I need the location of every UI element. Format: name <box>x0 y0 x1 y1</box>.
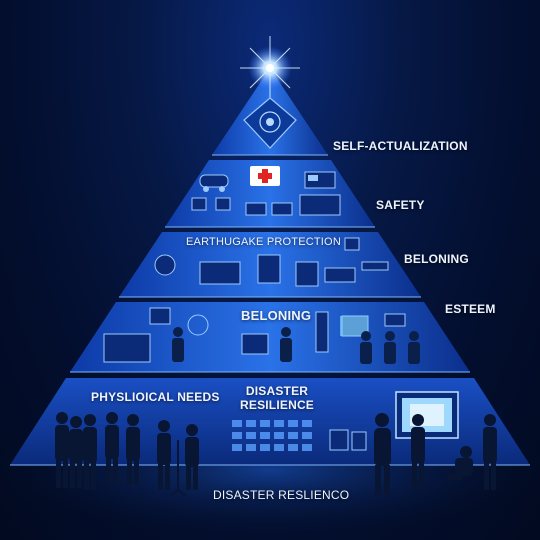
worker-silhouette-icon <box>172 327 420 364</box>
label-beloning-center: BELONING <box>241 308 312 323</box>
label-bottom-caption: DISASTER RESLIENCO <box>213 488 350 502</box>
label-beloning-right: BELONING <box>404 252 469 266</box>
label-disaster-resilience: DISASTER RESILIENCE <box>240 384 314 412</box>
display-screen-icon <box>395 391 459 439</box>
tripod-stand <box>169 440 187 497</box>
display-grid <box>232 420 312 451</box>
medical-bed-icon <box>154 237 389 287</box>
label-disaster-line1: DISASTER <box>245 384 309 398</box>
star-glow-icon <box>240 36 300 100</box>
hospital-bed-icon <box>103 307 406 363</box>
ambulance-icon <box>304 171 336 189</box>
car-icon <box>199 174 229 192</box>
console-icon <box>340 316 368 336</box>
label-self-actualization: SELF-ACTUALIZATION <box>333 139 468 153</box>
medical-kit-icon <box>250 166 280 186</box>
label-disaster-line2: RESILIENCE <box>240 398 315 412</box>
control-panel-icon <box>243 97 297 149</box>
label-safety: SAFETY <box>376 198 425 212</box>
equipment-cluster <box>329 429 367 451</box>
worker-silhouette-icon <box>55 412 497 495</box>
label-physiological-needs: PHYSLIOICAL NEEDS <box>91 390 220 404</box>
monitor-icon <box>191 194 341 216</box>
label-esteem: ESTEEM <box>445 302 496 316</box>
label-earthquake-protection: EARTHUGAKE PROTECTION <box>186 236 341 248</box>
